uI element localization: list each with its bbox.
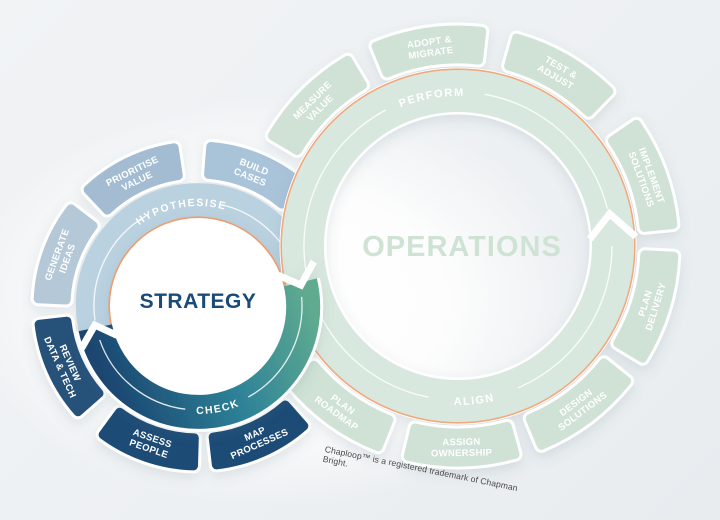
ring-guide-line [517,245,613,389]
strategy-under-layer: HYPOTHESISEBUILDCASESPRIORITISEVALUEGENE… [30,139,317,474]
strategy-flow-arrow-icon-2 [276,259,317,290]
ring-guide-line [248,296,303,398]
strategy-circle-title: STRATEGY [139,290,257,313]
petal-plan-delivery [613,250,679,363]
strategy-top-layer: CHECK [75,216,324,432]
petal-measure-value [267,55,367,155]
petal-generate-ideas [33,204,98,305]
petal-assign-ownership [403,421,520,467]
petal-prioritise-value [83,143,183,215]
petal-implement-solutions [608,119,678,232]
petal-plan-roadmap [287,360,394,452]
operations-circle-title: OPERATIONS [362,231,562,263]
strategy-ring-bottom-half [78,278,321,429]
ring-guide-line [303,109,429,398]
operations-ring [282,70,634,422]
ring-guide-line [99,339,186,410]
petal-adopt-migrate [371,25,487,78]
ring-guide-line [484,93,609,209]
petal-assign-ownership-label: ASSIGNOWNERSHIP [431,436,493,459]
ring-guide-line [93,215,147,321]
petal-design-solutions [525,358,632,450]
petal-map-processes [208,400,309,470]
operations-orange-outline [280,68,636,424]
petal-assess-people [98,407,199,471]
petal-review-data-tech [34,316,104,417]
operations-flow-arrow-icon [587,208,639,242]
strategy-hub [110,218,286,394]
petal-test-adjust [504,33,614,117]
strategy-flow-arrow-icon-1 [78,320,119,351]
strategy-ring-top-half [75,183,317,340]
